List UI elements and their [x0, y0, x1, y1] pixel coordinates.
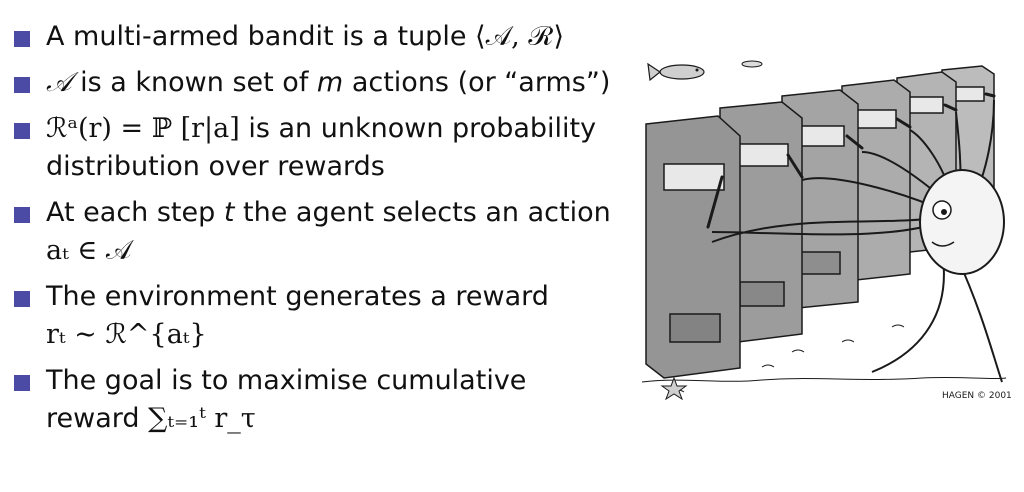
bullet-math-line2: ∑ₜ₌₁ᵗ r_τ — [148, 403, 256, 434]
cartoon-credit: HAGEN © 2001 — [942, 391, 1012, 401]
bullet-item-agent-step: At each step t the agent selects an acti… — [14, 194, 634, 270]
bullet-text: is an unknown probability — [239, 113, 597, 144]
cartoon-illustration: HAGEN © 2001 — [641, 52, 1012, 404]
bullet-square-icon — [14, 375, 30, 391]
lever-row — [706, 92, 996, 229]
bullet-list: A multi-armed bandit is a tuple ⟨𝒜, ℛ⟩ 𝒜… — [14, 18, 634, 438]
octopus-tentacles — [711, 99, 1003, 383]
bullet-square-icon — [14, 207, 30, 223]
bullet-square-icon — [14, 123, 30, 139]
octopus-slot-machines-cartoon: HAGEN © 2001 — [641, 52, 1012, 404]
bullet-text: At each step — [46, 197, 224, 228]
bullet-math: ⟨𝒜, ℛ⟩ — [475, 21, 565, 52]
bullet-math: 𝒜 — [46, 67, 72, 98]
bullet-math-line2: aₜ ∈ 𝒜 — [46, 235, 132, 266]
bullet-math-m: m — [316, 67, 344, 98]
bullet-text: actions (or “arms”) — [343, 67, 611, 98]
bullet-item-goal: The goal is to maximise cumulative rewar… — [14, 362, 634, 438]
bullet-item-bandit-definition: A multi-armed bandit is a tuple ⟨𝒜, ℛ⟩ — [14, 18, 634, 56]
bullet-text: The environment generates a reward — [46, 281, 549, 312]
bullet-text-line2: distribution over rewards — [46, 151, 385, 182]
bullet-item-reward-distribution: ℛᵃ(r) = ℙ [r|a] is an unknown probabilit… — [14, 110, 634, 186]
bullet-math-line2: rₜ ∼ ℛ^{aₜ} — [46, 319, 207, 350]
bullet-square-icon — [14, 31, 30, 47]
bullet-item-environment-reward: The environment generates a reward rₜ ∼ … — [14, 278, 634, 354]
bullet-text: is a known set of — [71, 67, 317, 98]
bullet-text: A multi-armed bandit is a tuple — [46, 21, 476, 52]
bullet-item-actions: 𝒜 is a known set of m actions (or “arms”… — [14, 64, 634, 102]
bullet-text: The goal is to maximise cumulative — [46, 365, 527, 396]
starfish-icon — [660, 376, 688, 401]
bullet-text-line2: reward — [46, 403, 149, 434]
bullet-math-t: t — [223, 197, 235, 228]
fish-icon — [647, 60, 763, 82]
bullet-text: the agent selects an action — [234, 197, 611, 228]
slot-machine-icon — [645, 115, 741, 379]
bullet-square-icon — [14, 291, 30, 307]
bullet-square-icon — [14, 77, 30, 93]
octopus-icon — [919, 169, 1005, 275]
bullet-math: ℛᵃ(r) = ℙ [r|a] — [46, 113, 240, 144]
